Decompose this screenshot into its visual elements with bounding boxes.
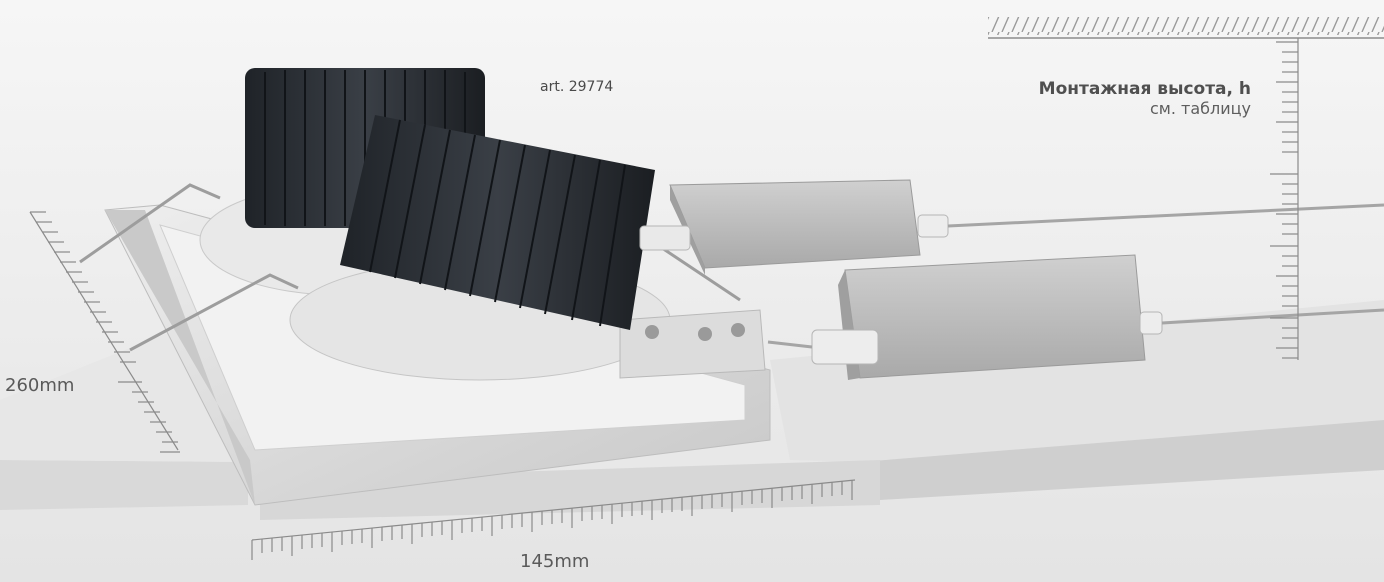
ceiling-hatch [988,17,1384,39]
connectors [639,214,1163,365]
driver-front [838,254,1146,380]
height-ruler [1270,38,1299,360]
article-number: art. 29774 [540,79,614,95]
width-dimension-label: 260mm [5,375,75,396]
width-ruler [29,211,180,453]
mounting-height-note: см. таблицу [1149,99,1251,118]
heatsink-front [340,115,655,330]
driver-rear [669,179,921,275]
mounting-height-title: Монтажная высота, h [1038,79,1251,99]
length-dimension-label: 145mm [520,551,590,572]
cables [767,203,1384,349]
length-ruler [251,479,856,560]
